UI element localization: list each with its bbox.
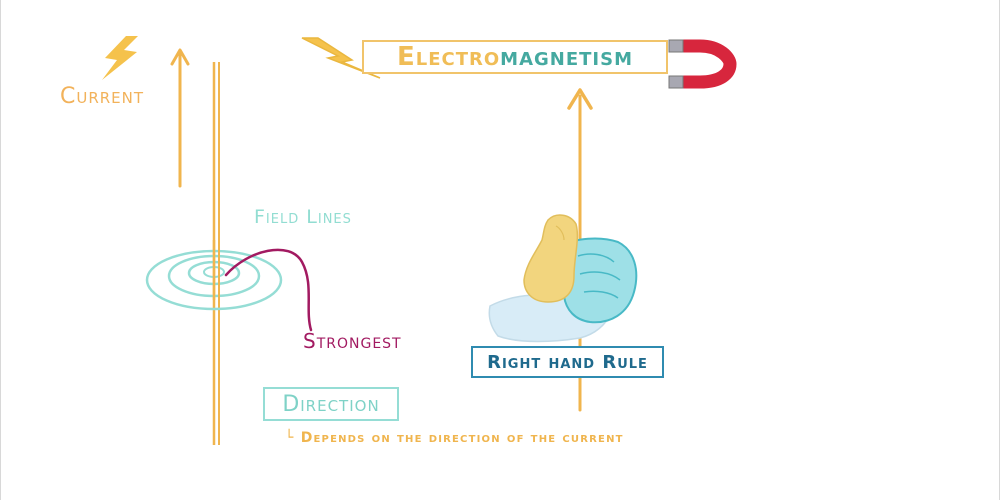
depends-note: └ Depends on the direction of the curren… xyxy=(285,430,624,446)
thumbs-up-hand-icon xyxy=(488,214,638,343)
field-lines-label: Field Lines xyxy=(254,206,352,228)
direction-box: Direction xyxy=(263,387,399,421)
left-edge-divider xyxy=(0,0,1,500)
current-arrow xyxy=(170,48,190,188)
current-label: Current xyxy=(60,84,145,109)
strongest-pointer xyxy=(224,248,313,332)
title-lightning-bolt-icon xyxy=(301,37,381,79)
title-electro: Electro xyxy=(396,42,501,72)
right-hand-rule-box: Right hand Rule xyxy=(471,346,664,378)
title-magnetism: magnetism xyxy=(500,42,634,72)
lightning-bolt-icon xyxy=(102,36,138,80)
horseshoe-magnet-icon xyxy=(668,39,737,89)
current-wire-front xyxy=(212,240,220,300)
strongest-label: Strongest xyxy=(303,329,402,353)
